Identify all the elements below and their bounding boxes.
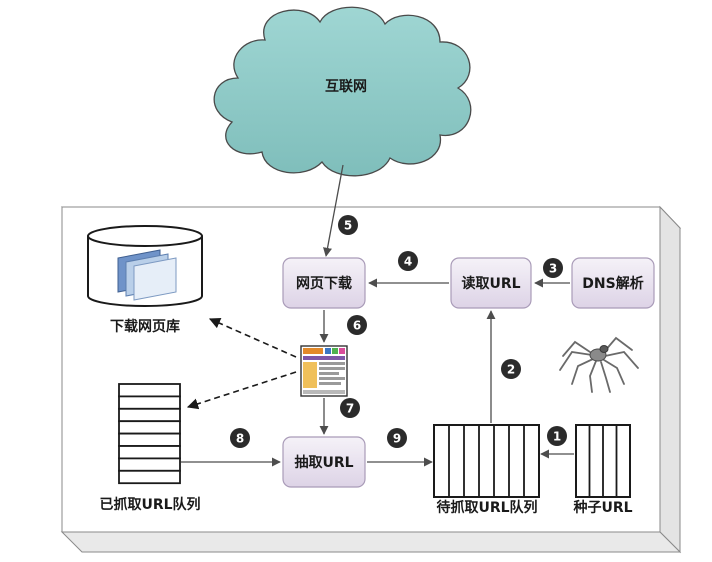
step-number: 9 <box>393 431 401 445</box>
downloaded-db-label: 下载网页库 <box>110 318 180 335</box>
queue-cell <box>118 383 181 398</box>
step-badge-8: 8 <box>230 428 250 448</box>
queue-cell <box>118 469 181 485</box>
queue-cell <box>118 395 181 410</box>
queue-cell <box>118 432 181 447</box>
step-badges: 1 2 3 4 5 6 7 8 9 <box>230 215 567 448</box>
read-url-box: 读取URL <box>450 257 532 309</box>
cloud-icon <box>213 6 472 177</box>
internet-cloud: 互联网 <box>213 6 472 177</box>
queue-cell <box>118 457 181 472</box>
step-badge-6: 6 <box>347 315 367 335</box>
queue-cell <box>118 445 181 460</box>
step-number: 5 <box>344 218 352 232</box>
arrow-page-to-crawled <box>186 371 297 410</box>
queue-cell <box>118 420 181 435</box>
arrow-page-to-database <box>208 317 297 358</box>
seed-url-queue <box>575 424 631 498</box>
queue-cell <box>118 407 181 423</box>
step-badge-9: 9 <box>387 428 407 448</box>
step-badge-2: 2 <box>501 359 521 379</box>
internet-label: 互联网 <box>325 79 367 95</box>
step-badge-4: 4 <box>398 251 418 271</box>
step-badge-7: 7 <box>340 398 360 418</box>
dns-box: DNS解析 <box>571 257 655 309</box>
step-number: 4 <box>404 254 412 268</box>
pending-url-queue <box>433 424 540 498</box>
step-badge-3: 3 <box>543 258 563 278</box>
folder-icon <box>117 249 177 301</box>
extract-url-box: 抽取URL <box>282 436 366 488</box>
seed-url-label: 种子URL <box>572 499 632 516</box>
step-number: 2 <box>507 362 515 376</box>
crawled-url-queue <box>118 383 181 485</box>
pending-queue-label: 待抓取URL队列 <box>436 499 537 516</box>
dns-label: DNS解析 <box>582 275 643 292</box>
webpage-icon <box>300 345 348 397</box>
page-download-label: 网页下载 <box>296 275 352 292</box>
step-badge-1: 1 <box>547 426 567 446</box>
step-number: 8 <box>236 431 244 445</box>
read-url-label: 读取URL <box>461 275 520 292</box>
page-download-box: 网页下载 <box>282 257 366 309</box>
queue-frame <box>433 424 540 498</box>
arrow-internet-to-download <box>323 164 344 257</box>
database-icon <box>87 225 203 307</box>
extract-url-label: 抽取URL <box>294 454 353 471</box>
spider-icon <box>559 336 639 393</box>
step-number: 1 <box>553 429 561 443</box>
crawled-queue-label: 已抓取URL队列 <box>99 496 200 513</box>
step-badge-5: 5 <box>338 215 358 235</box>
step-number: 7 <box>346 401 354 415</box>
step-number: 3 <box>549 261 557 275</box>
step-number: 6 <box>353 318 361 332</box>
